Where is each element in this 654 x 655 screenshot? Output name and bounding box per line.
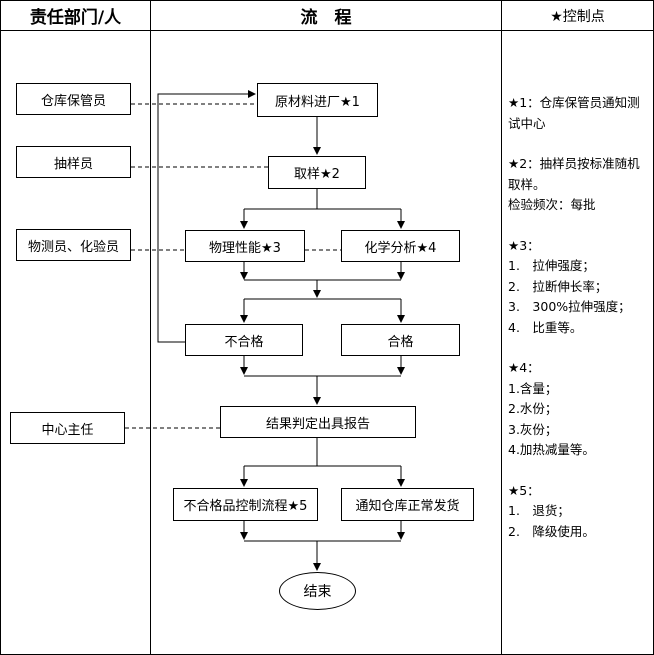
control-2: ★2：抽样员按标准随机取样。 检验频次：每批	[508, 154, 650, 216]
column-divider-right	[501, 0, 502, 655]
step-raw-material: 原材料进厂★1	[257, 83, 378, 117]
loop-fail-to-raw	[157, 90, 256, 343]
control-4-line: 1.含量；	[508, 380, 558, 396]
control-4-line: 2.水份；	[508, 401, 558, 416]
header-flow: 流 程	[300, 8, 352, 28]
control-3-line: 3. 300%拉伸强度；	[508, 299, 631, 314]
control-3-line: 2. 拉断伸长率；	[508, 278, 608, 294]
control-4-line: 3.灰份；	[508, 421, 558, 437]
control-4: ★4： 1.含量； 2.水份； 3.灰份； 4.加热减量等。	[508, 358, 650, 461]
control-3-line: 1. 拉伸强度；	[508, 258, 595, 273]
step-fail: 不合格	[185, 324, 303, 356]
role-center-director: 中心主任	[10, 412, 125, 444]
control-5-line: ★5：	[508, 482, 540, 498]
role-warehouse-keeper: 仓库保管员	[16, 83, 131, 115]
step-nonconforming: 不合格品控制流程★5	[173, 488, 318, 521]
control-3-line: 4. 比重等。	[508, 319, 583, 335]
control-1: ★1：仓库保管员通知测试中心	[508, 93, 650, 134]
control-2-line: ★2：抽样员按标准随机取样。	[508, 156, 640, 192]
column-divider-left	[150, 0, 151, 655]
header-control: ★控制点	[550, 8, 605, 25]
role-sampler: 抽样员	[16, 146, 131, 178]
header-dept: 责任部门/人	[29, 8, 122, 28]
control-4-line: 4.加热减量等。	[508, 442, 595, 457]
step-report: 结果判定出具报告	[220, 406, 416, 438]
step-physical: 物理性能★3	[185, 230, 305, 262]
header-divider	[0, 30, 654, 31]
step-chemical: 化学分析★4	[341, 230, 460, 262]
control-3: ★3： 1. 拉伸强度； 2. 拉断伸长率； 3. 300%拉伸强度； 4. 比…	[508, 236, 650, 339]
control-notes: ★1：仓库保管员通知测试中心 ★2：抽样员按标准随机取样。 检验频次：每批 ★3…	[508, 93, 650, 562]
control-5-line: 2. 降级使用。	[508, 523, 595, 539]
control-1-line: ★1：仓库保管员通知测试中心	[508, 95, 640, 131]
control-5: ★5： 1. 退货； 2. 降级使用。	[508, 481, 650, 543]
control-3-line: ★3：	[508, 237, 540, 253]
step-sampling: 取样★2	[268, 156, 366, 189]
control-2-line: 检验频次：每批	[508, 197, 596, 212]
step-end: 结束	[279, 572, 356, 610]
role-testers: 物测员、化验员	[16, 229, 131, 261]
step-pass: 合格	[341, 324, 460, 356]
control-5-line: 1. 退货；	[508, 503, 570, 518]
control-4-line: ★4：	[508, 360, 540, 375]
step-notify-ship: 通知仓库正常发货	[341, 488, 474, 521]
